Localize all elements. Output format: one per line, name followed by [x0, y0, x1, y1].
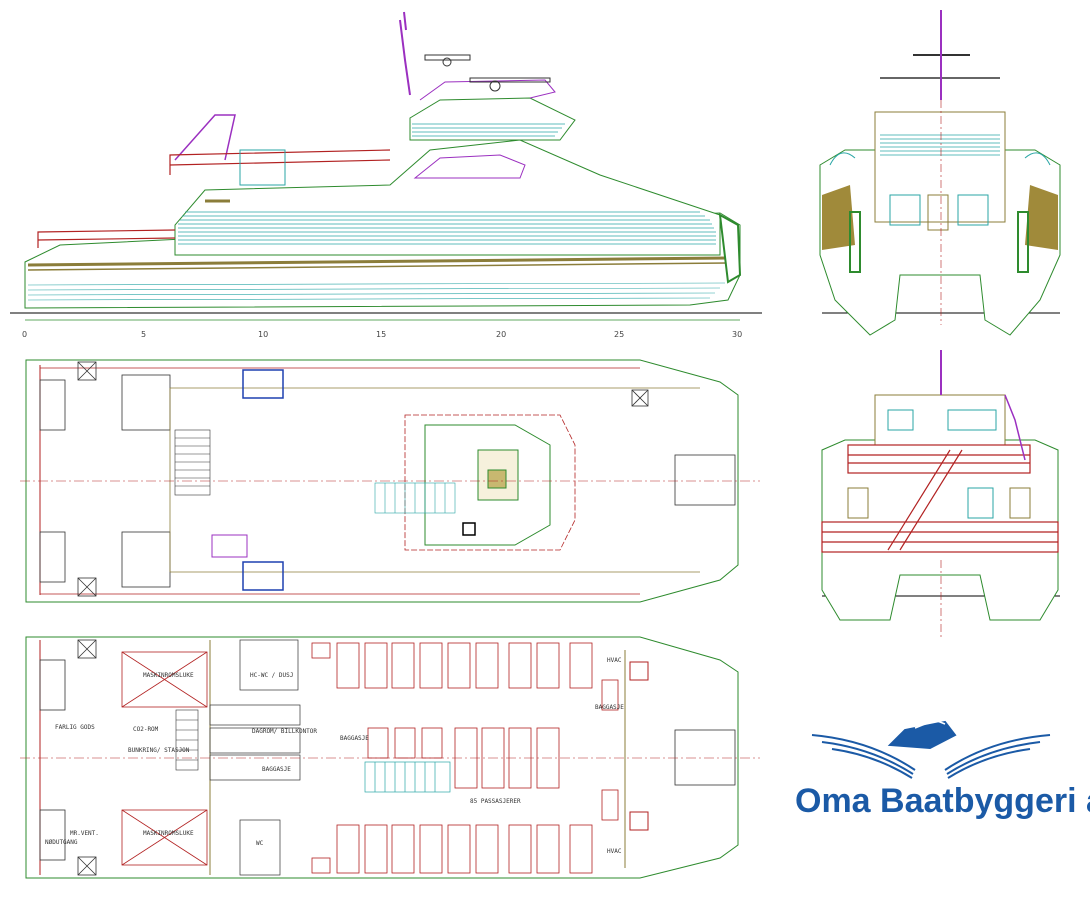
deck-plan-view — [20, 359, 760, 603]
label-wc: WC — [256, 840, 264, 847]
label-emergency-exit: NØDUTGANG — [45, 839, 78, 846]
scale-tick: 0 — [22, 330, 27, 339]
bow — [718, 213, 742, 284]
passenger-deck-view: MASKINROMSLUKE MASKINROMSLUKE FARLIG GOD… — [20, 636, 760, 879]
crane — [174, 114, 236, 161]
wheelhouse — [409, 97, 576, 141]
scale-tick: 30 — [732, 330, 742, 339]
company-name: Oma Baatbyggeri a.s — [795, 782, 1090, 820]
rear-hull — [821, 439, 1059, 621]
label-engine-hatch: MASKINROMSLUKE — [143, 672, 194, 679]
label-baggage: BAGGASJE — [340, 735, 369, 742]
label-co2-room: CO2-ROM — [133, 726, 159, 733]
passenger-deck-outline — [25, 636, 739, 879]
rear-view — [821, 350, 1060, 640]
life-raft — [239, 149, 286, 186]
wheelhouse-plan — [424, 424, 551, 546]
label-wc-shower: HC-WC / DUSJ — [250, 672, 293, 679]
front-view — [819, 10, 1061, 336]
scale-tick: 10 — [258, 330, 268, 339]
scale-tick: 25 — [614, 330, 624, 339]
scale-tick: 15 — [376, 330, 386, 339]
winch — [242, 369, 284, 399]
hull-stripes — [27, 282, 726, 301]
label-hvac: HVAC — [607, 657, 622, 664]
winch — [242, 561, 284, 591]
rubbing-strake — [27, 256, 729, 267]
label-engine-hatch: MASKINROMSLUKE — [143, 830, 194, 837]
deck-rail — [37, 149, 391, 248]
deck-stair — [174, 429, 211, 496]
logo-boat-wings-icon — [811, 719, 1051, 779]
side-windows — [178, 211, 716, 245]
superstructure — [174, 139, 721, 256]
radar-antenna — [424, 54, 471, 61]
label-hvac: HVAC — [607, 848, 622, 855]
label-dangerous-goods: FARLIG GODS — [55, 724, 95, 731]
label-baggage: BAGGASJE — [262, 766, 291, 773]
scale-tick: 5 — [141, 330, 146, 339]
label-dayroom-office: DAGROM/ BILLKONTOR — [252, 728, 317, 735]
company-logo: Oma Baatbyggeri a.s — [795, 719, 1090, 820]
side-profile-view: 0 5 10 15 20 25 30 — [10, 11, 762, 339]
label-engine-vent: MR.VENT. — [70, 830, 99, 837]
scale-tick: 20 — [496, 330, 506, 339]
label-passenger-capacity: 85 PASSASJERER — [470, 798, 521, 805]
mast — [399, 19, 411, 96]
rear-rails — [821, 444, 1059, 553]
label-bunkering-station: BUNKRING/ STASJON — [128, 747, 190, 754]
engine-hatch — [121, 651, 208, 866]
label-baggage: BAGGASJE — [595, 704, 624, 711]
